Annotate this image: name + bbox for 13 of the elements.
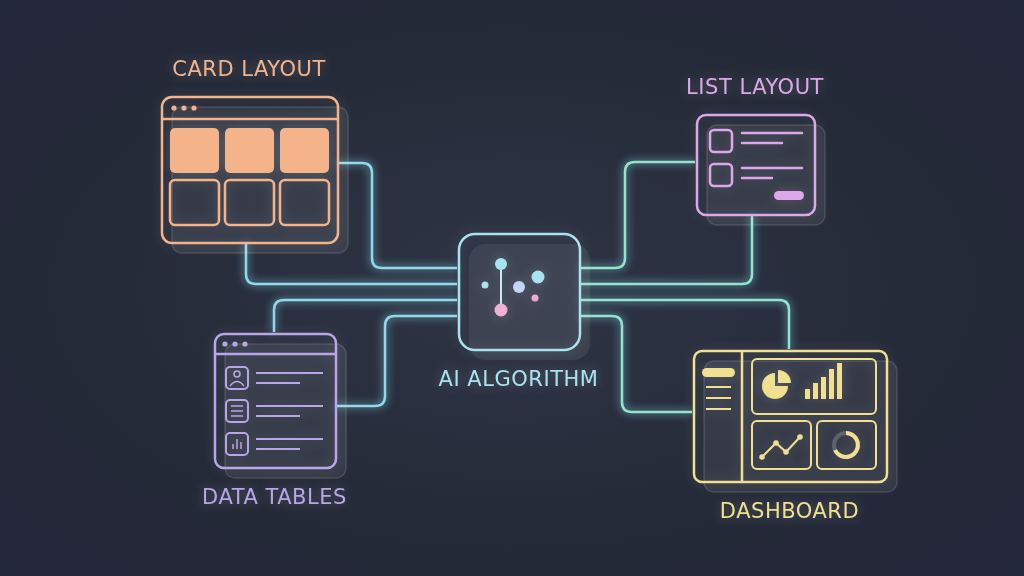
- node-title: DATA TABLES: [202, 484, 347, 511]
- connector-line: [580, 298, 791, 349]
- connector-line: [580, 160, 695, 270]
- connector-line: [580, 215, 754, 286]
- node-title: CARD LAYOUT: [172, 55, 326, 83]
- connector-line: [338, 161, 457, 270]
- connector-line: [244, 243, 457, 286]
- connector-line: [336, 314, 457, 408]
- node-title: DASHBOARD: [719, 498, 860, 525]
- node-title: AI ALGORITHM: [438, 366, 599, 393]
- connector-line: [580, 314, 692, 414]
- connector-line: [272, 298, 457, 332]
- node-title: LIST LAYOUT: [686, 73, 824, 101]
